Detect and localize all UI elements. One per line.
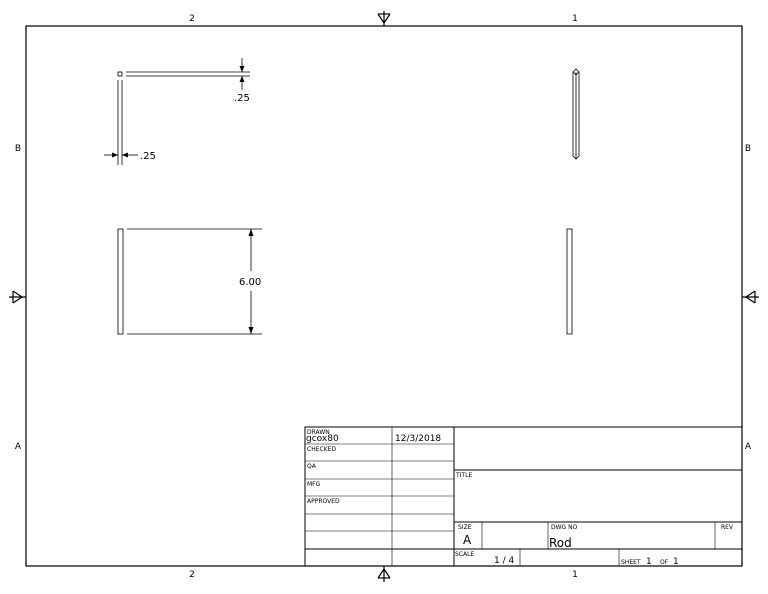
checked-label: CHECKED [307,446,336,453]
zone-label-top-1: 1 [572,14,578,24]
iso-view [572,68,580,160]
side-view [566,228,573,335]
front-view [117,228,262,335]
zone-label-bottom-1: 1 [572,570,578,580]
qa-label: QA [307,463,317,470]
drawn-by: gcox80 [306,434,339,444]
zone-label-top-2: 2 [189,14,195,24]
title-block [304,426,743,567]
dim-side-thickness: .25 [140,151,156,162]
rod-end-square [117,71,123,77]
zone-label-bottom-2: 2 [189,570,195,580]
mfg-label: MFG [307,481,321,488]
approved-label: APPROVED [307,498,340,505]
drawing-border [25,25,743,567]
centering-mark-right [742,290,759,304]
zone-label-right-b: B [745,144,751,154]
scale-value: 1 / 4 [494,556,514,566]
scale-label: SCALE [455,551,474,558]
size-label: SIZE [458,524,472,531]
sheet-label: SHEET [621,559,641,566]
dwg-no-value: Rod [549,536,572,550]
centering-mark-bottom [377,566,391,582]
top-view [104,58,250,165]
of-label: OF [660,559,669,566]
dwg-no-label: DWG NO [551,524,578,531]
zone-label-right-a: A [745,442,752,452]
rev-label: REV [721,524,734,531]
drawn-date: 12/3/2018 [395,434,441,444]
dim-length: 6.00 [239,277,261,288]
title-label: TITLE [455,472,472,479]
drawn-label: DRAWN [307,429,330,436]
dim-top-thickness: .25 [234,93,250,104]
zone-label-left-b: B [15,144,21,154]
rod-front [117,228,124,335]
sheet-number: 1 [646,557,652,567]
sheet-total: 1 [673,557,679,567]
centering-mark-left [9,290,26,304]
centering-mark-top [377,11,391,26]
size-value: A [463,533,472,547]
zone-label-left-a: A [15,442,22,452]
